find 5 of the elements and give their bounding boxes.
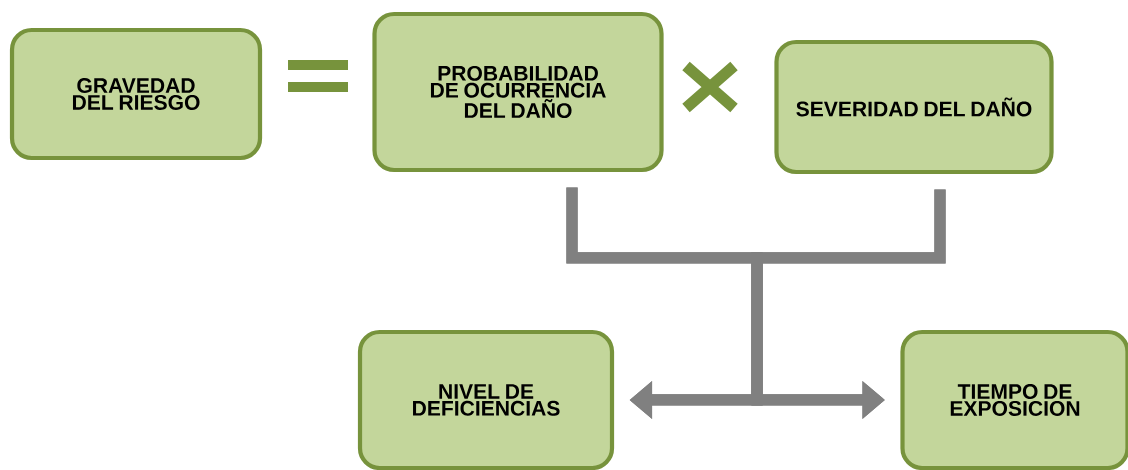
process-box: NIVEL DE DEFICIENCIAS: [357, 329, 615, 470]
process-box: GRAVEDAD DEL RIESGO: [9, 27, 263, 161]
process-box: PROBABILIDAD DE OCURRENCIA DEL DAÑO: [372, 11, 664, 173]
process-box: TIEMPO DE EXPOSICION: [900, 329, 1128, 470]
process-box: SEVERIDAD DEL DAÑO: [774, 39, 1054, 175]
